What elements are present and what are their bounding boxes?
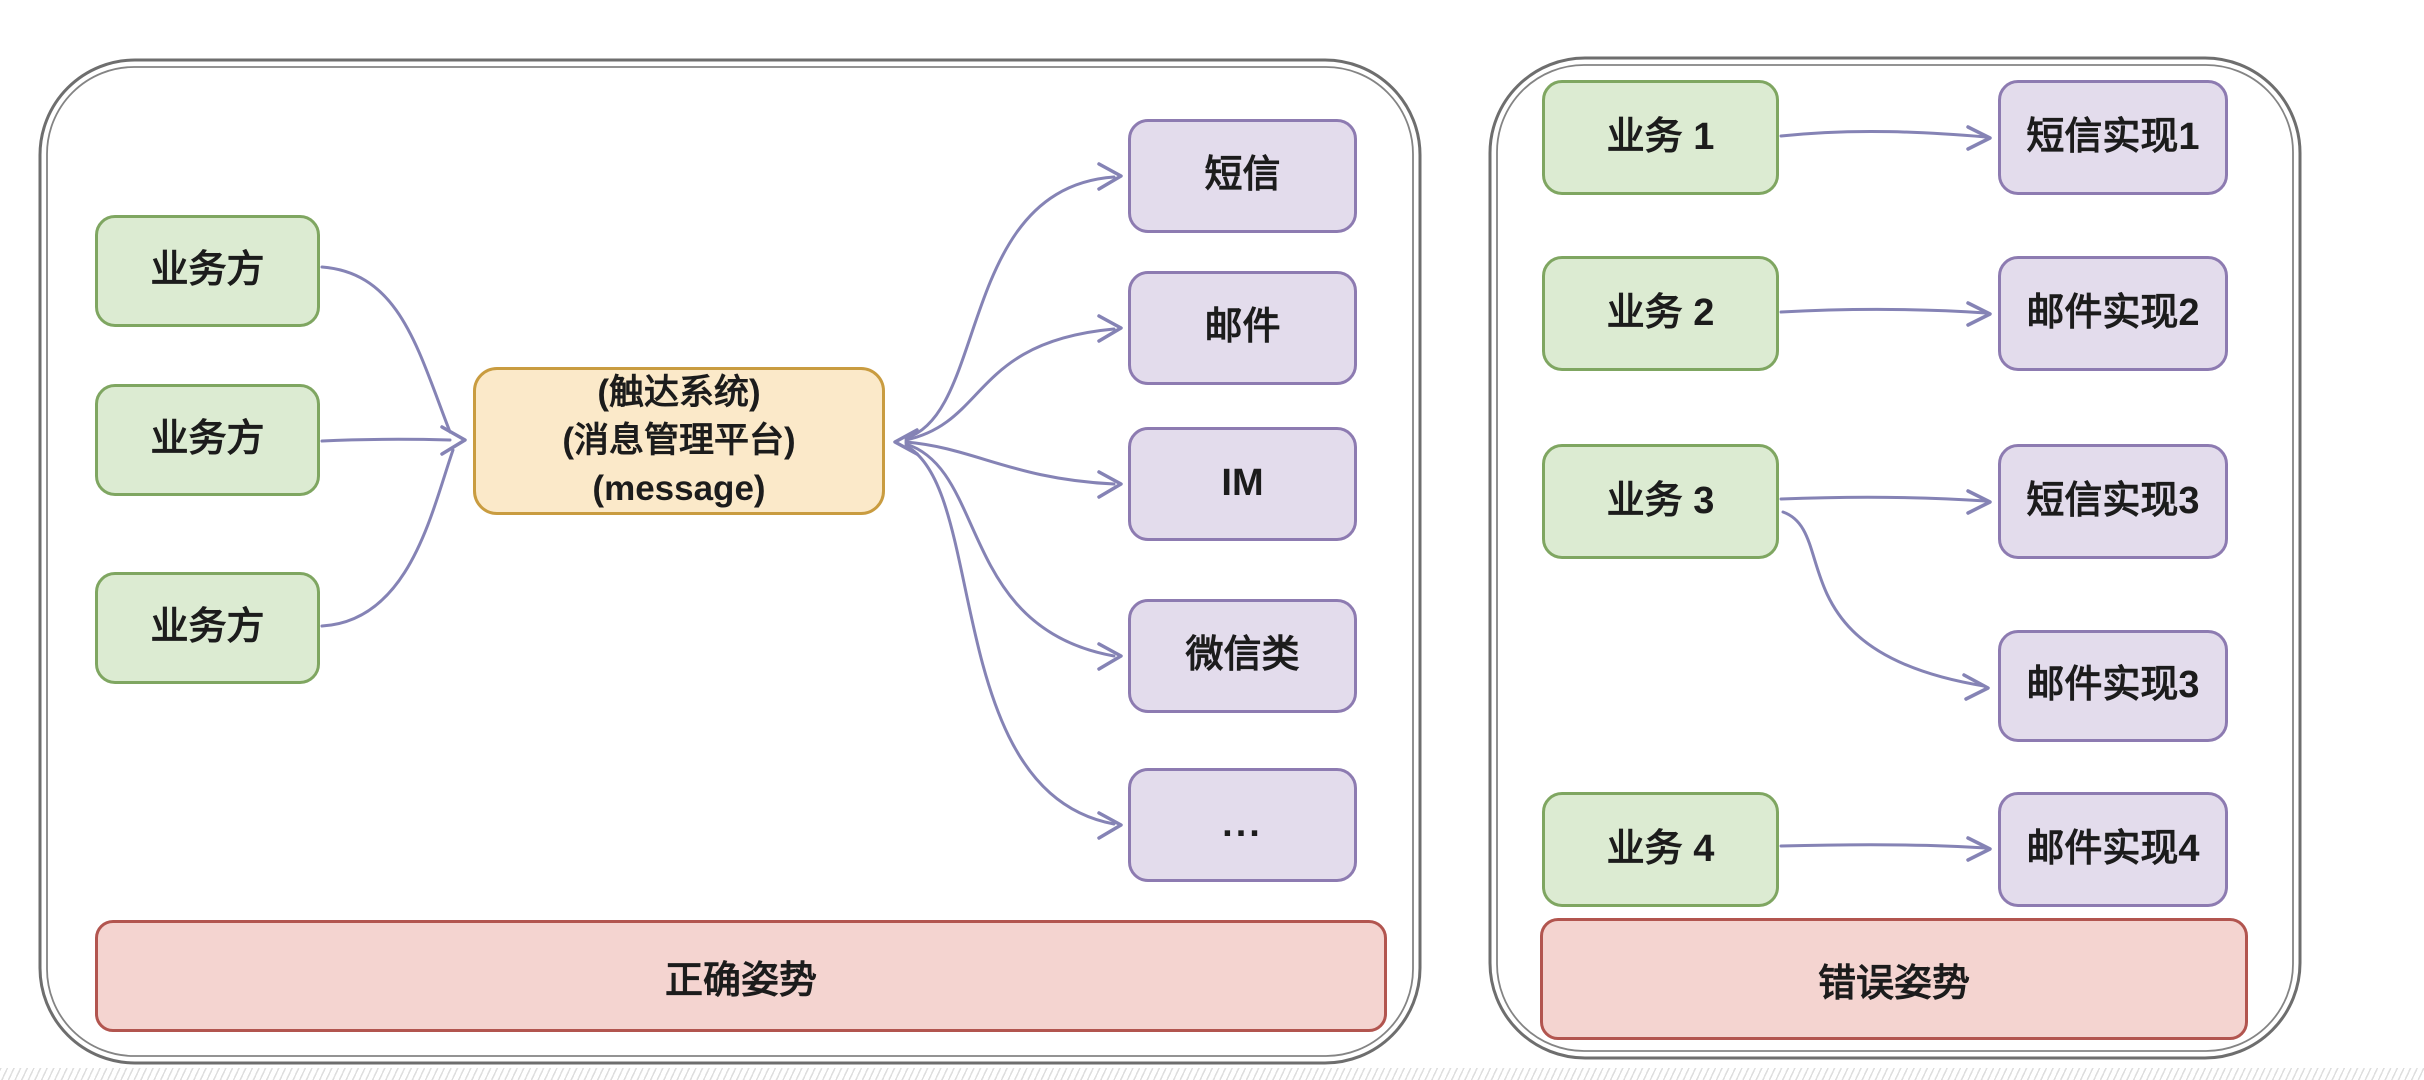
impl-sms-1-label: 短信实现1 (2026, 115, 2200, 158)
channel-box-email: 邮件 (1128, 271, 1357, 385)
channel-box-wechat: 微信类 (1128, 599, 1357, 713)
platform-line-2: (消息管理平台) (562, 420, 796, 460)
source-box-3: 业务方 (95, 572, 320, 684)
caption-bar-correct: 正确姿势 (95, 920, 1387, 1032)
channel-email-label: 邮件 (1204, 306, 1281, 349)
caption-wrong-label: 错误姿势 (1817, 962, 1970, 1005)
page-bottom-edge-texture (0, 1068, 2424, 1080)
impl-box-sms-1: 短信实现1 (1998, 80, 2228, 195)
channel-im-label: IM (1221, 462, 1264, 505)
business-2-label: 业务 2 (1606, 291, 1715, 334)
arrows-business-to-impl (1779, 125, 1992, 862)
source-box-1: 业务方 (95, 215, 320, 327)
source-box-2-label: 业务方 (150, 418, 265, 461)
business-1-label: 业务 1 (1606, 115, 1715, 158)
business-4-label: 业务 4 (1606, 827, 1715, 870)
impl-sms-3-label: 短信实现3 (2026, 479, 2200, 522)
platform-line-3: (message) (592, 469, 766, 509)
source-box-2: 业务方 (95, 384, 320, 496)
impl-box-email-3: 邮件实现3 (1998, 630, 2228, 742)
caption-correct-label: 正确姿势 (664, 959, 817, 1002)
channel-more-label: ... (1222, 803, 1263, 846)
arrows-platform-to-channels (893, 162, 1123, 840)
impl-box-email-2: 邮件实现2 (1998, 256, 2228, 371)
caption-bar-wrong: 错误姿势 (1540, 918, 2248, 1040)
platform-box: (触达系统) (消息管理平台) (message) (473, 367, 885, 515)
impl-email-4-label: 邮件实现4 (2026, 827, 2200, 870)
channel-sms-label: 短信 (1204, 154, 1281, 197)
arrows-sources-to-platform (320, 265, 467, 628)
impl-box-sms-3: 短信实现3 (1998, 444, 2228, 559)
business-box-4: 业务 4 (1542, 792, 1779, 907)
business-box-1: 业务 1 (1542, 80, 1779, 195)
channel-box-more: ... (1128, 768, 1357, 882)
business-box-3: 业务 3 (1542, 444, 1779, 559)
business-3-label: 业务 3 (1606, 479, 1715, 522)
channel-box-sms: 短信 (1128, 119, 1357, 233)
channel-box-im: IM (1128, 427, 1357, 541)
channel-wechat-label: 微信类 (1185, 634, 1300, 677)
impl-email-2-label: 邮件实现2 (2026, 291, 2200, 334)
impl-email-3-label: 邮件实现3 (2026, 664, 2200, 707)
platform-line-1: (触达系统) (597, 372, 761, 412)
left-panel-border (38, 58, 1422, 1065)
business-box-2: 业务 2 (1542, 256, 1779, 371)
source-box-1-label: 业务方 (150, 249, 265, 292)
impl-box-email-4: 邮件实现4 (1998, 792, 2228, 907)
source-box-3-label: 业务方 (150, 606, 265, 649)
